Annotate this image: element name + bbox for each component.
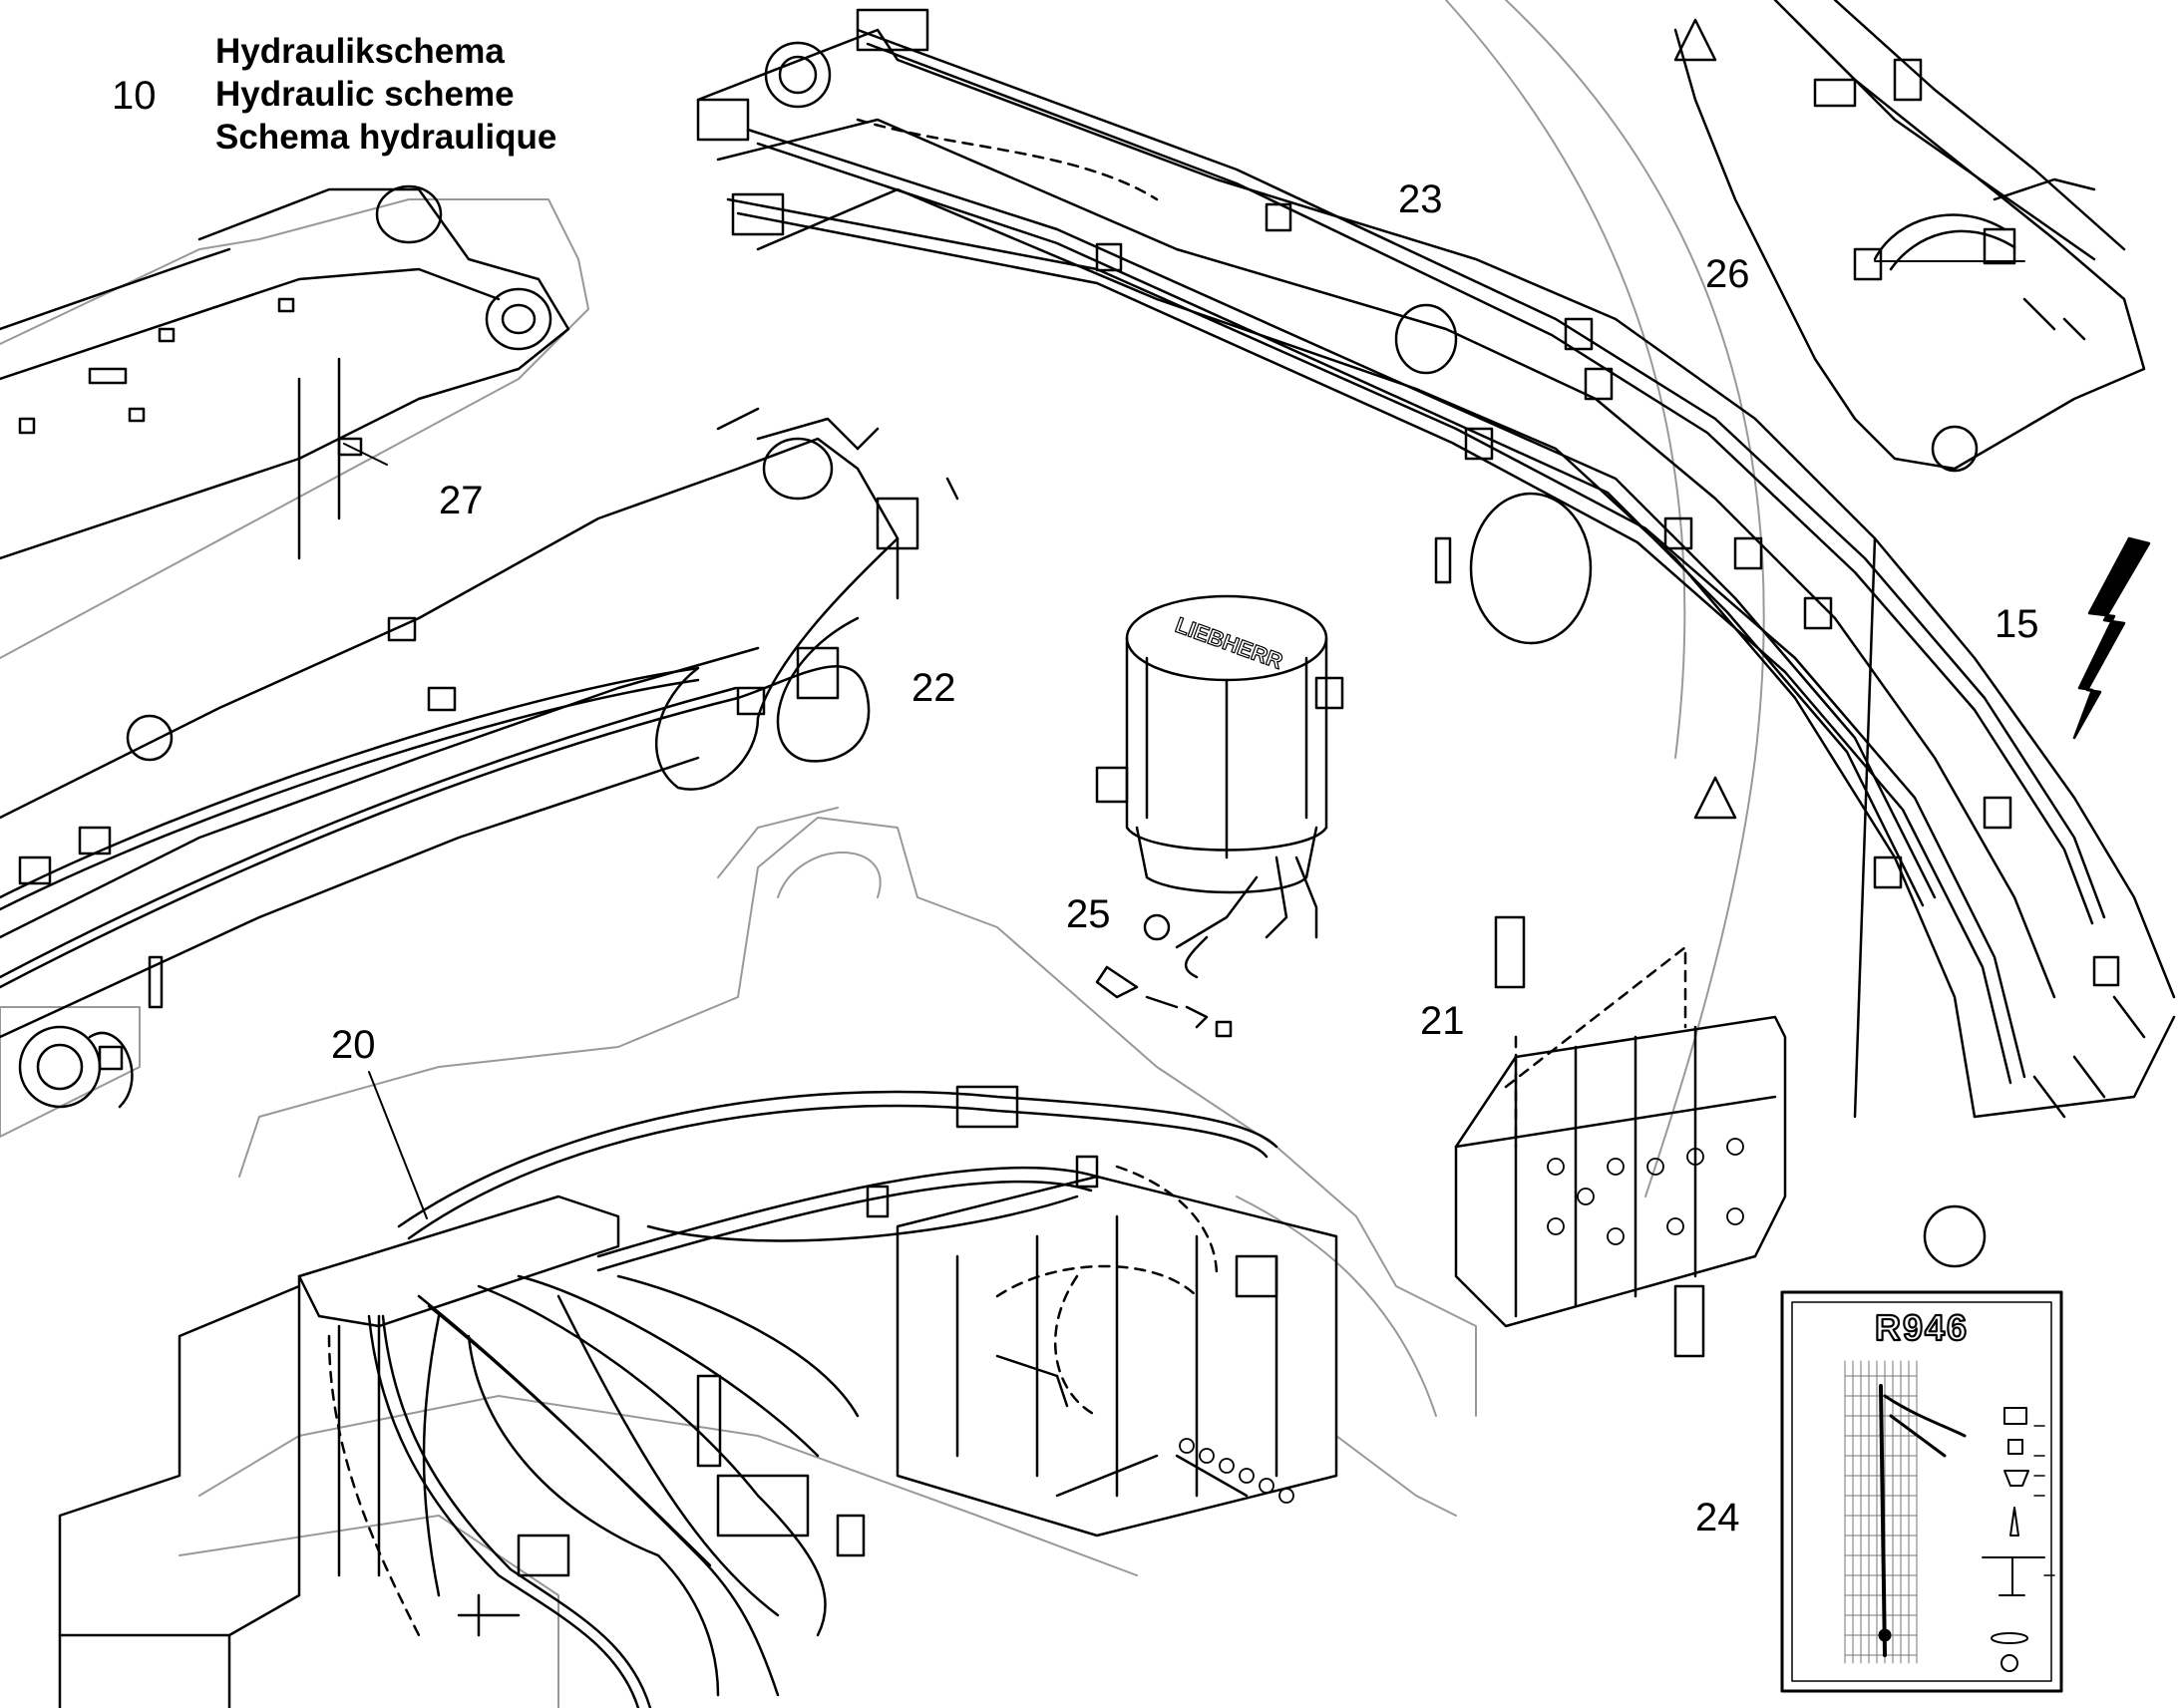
arm-stick-23 [696,8,2176,1268]
uppercarriage-hydraulics-20 [58,1085,1338,1708]
callout-15: 15 [1995,602,2039,646]
callout-20: 20 [331,1023,376,1067]
background-outlines [0,0,1765,1708]
control-valve-21 [1454,915,1787,1358]
pump-brand-lettering: LIEBHERR [1172,612,1285,674]
figure-number: 10 [112,74,157,118]
boom-section-26 [1673,0,2146,473]
callout-27: 27 [439,479,484,522]
callout-22: 22 [911,666,956,710]
title-french: Schema hydraulique [215,118,557,157]
leader-lines [343,260,2025,1219]
placard-model-label: R946 [1875,1307,1969,1348]
placard-24: R946 [1780,1290,2063,1693]
callout-23: 23 [1398,177,1443,221]
boom-section-27 [0,184,570,560]
callout-25: 25 [1066,892,1111,936]
boom-section-22 [0,407,959,1109]
callout-26: 26 [1705,252,1750,296]
callout-24: 24 [1695,1496,1740,1539]
lightning-arrow [2072,536,2151,740]
title-german: Hydraulikschema [215,32,505,71]
lubrication-pump-25 [1095,594,1344,1038]
title-english: Hydraulic scheme [215,75,515,114]
callout-21: 21 [1420,999,1465,1043]
